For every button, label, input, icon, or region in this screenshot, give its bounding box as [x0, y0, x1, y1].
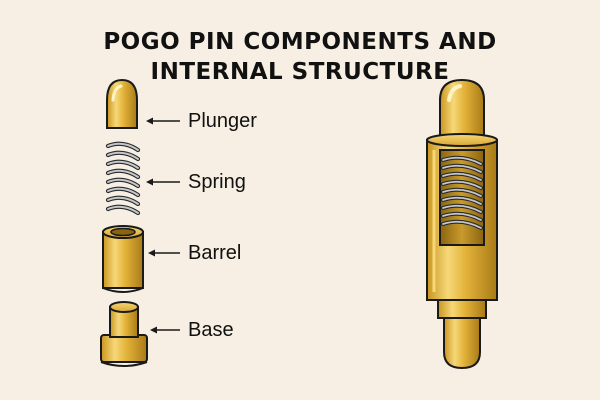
plunger-label: Plunger — [188, 110, 257, 132]
label-arrows — [146, 117, 180, 334]
diagram-title-line-2: INTERNAL STRUCTURE — [150, 59, 450, 85]
base-part — [100, 301, 148, 367]
plunger-part — [106, 78, 138, 129]
base-label: Base — [188, 319, 234, 341]
spring-label: Spring — [188, 171, 246, 193]
assembled-pogo-pin — [426, 78, 498, 370]
spring-part — [105, 141, 141, 216]
barrel-label: Barrel — [188, 242, 242, 264]
barrel-part — [102, 225, 144, 293]
diagram-title-line-1: POGO PIN COMPONENTS AND — [103, 29, 497, 55]
